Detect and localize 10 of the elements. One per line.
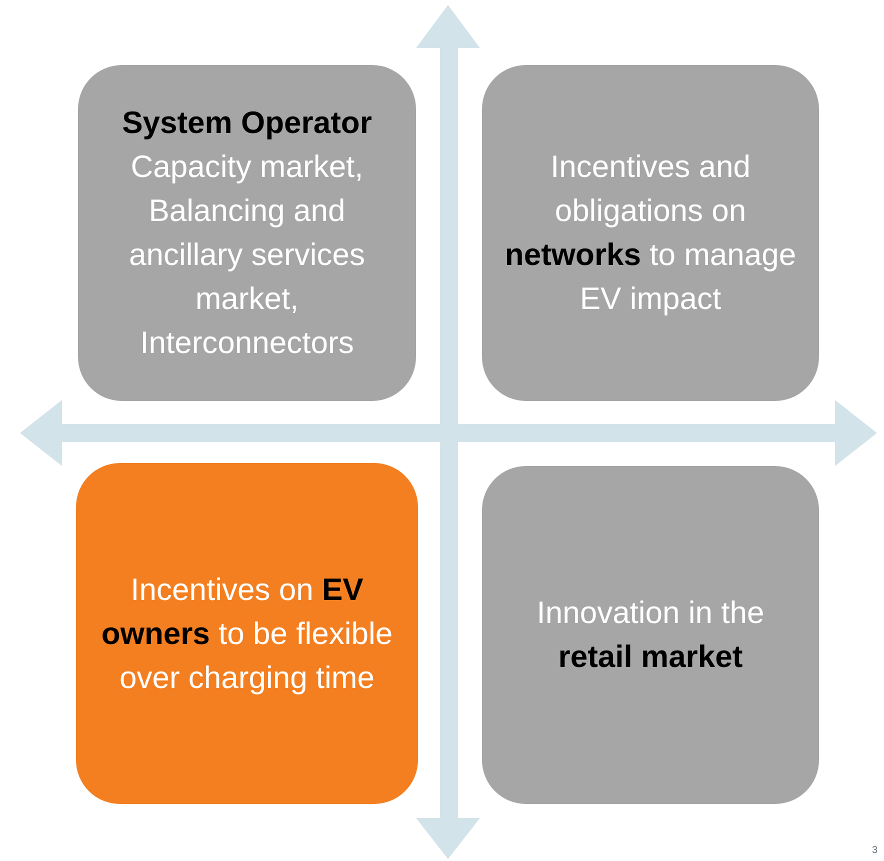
- body-text: Incentives on EV owners to be flexible over charging time: [100, 570, 394, 696]
- body-text: Capacity market, Balancing and ancillary services market, Interconnectors: [128, 148, 366, 362]
- body-text: Innovation in the retail market: [536, 594, 766, 676]
- rounded-box: [76, 463, 418, 804]
- body-text: Incentives and obligations on networks to manage EV impact: [504, 148, 798, 318]
- page-number: 3: [872, 844, 878, 858]
- heading: System Operator: [122, 104, 372, 142]
- rounded-box: [78, 65, 416, 401]
- rounded-box: [482, 466, 819, 804]
- rounded-box: [482, 65, 819, 401]
